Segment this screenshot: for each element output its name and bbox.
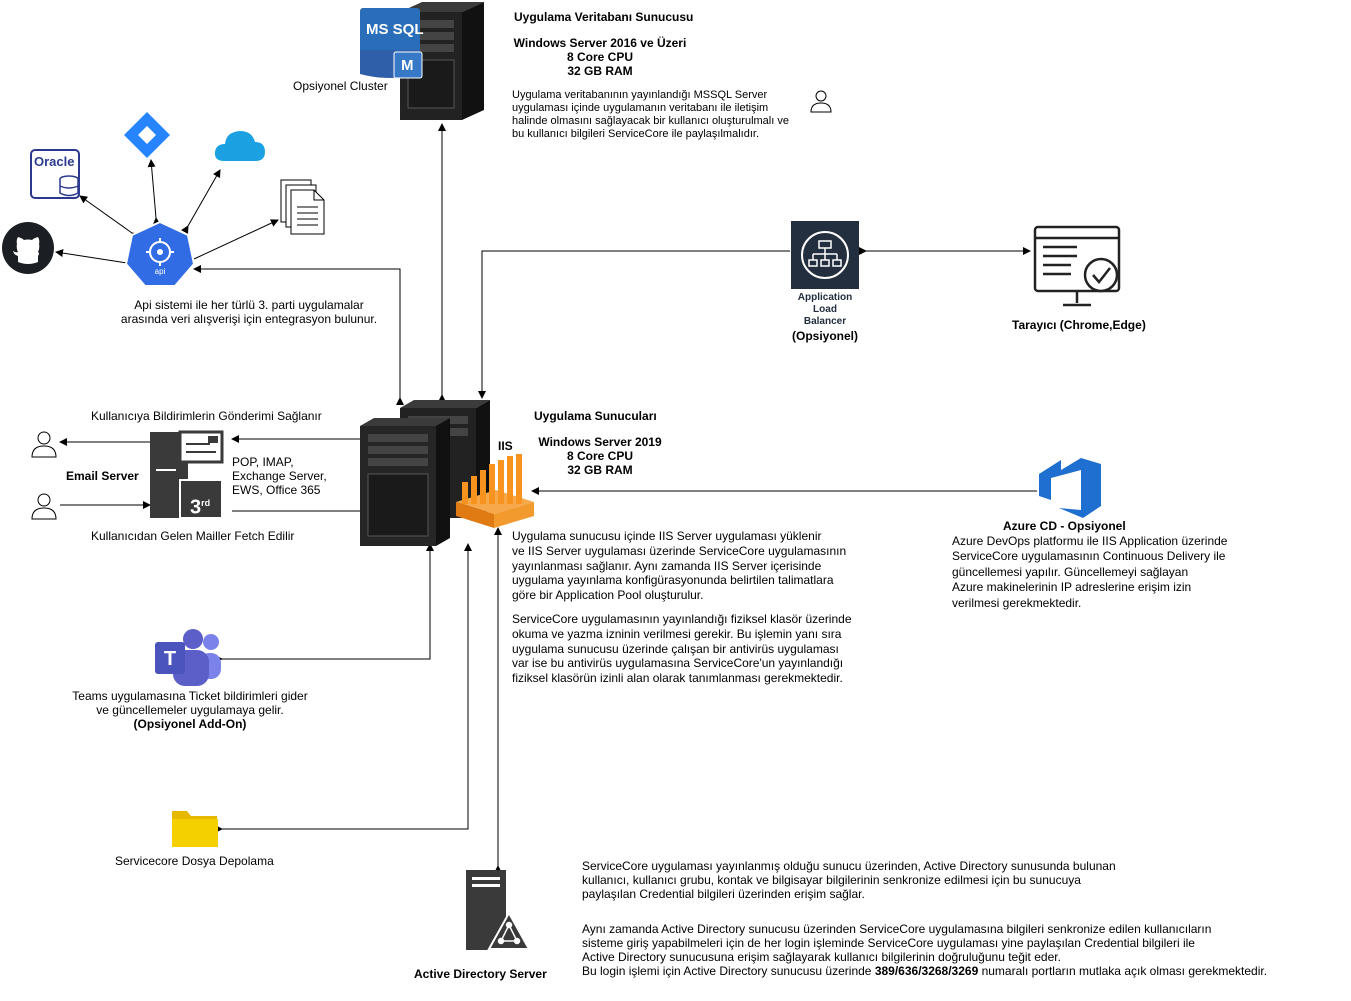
active-directory-icon xyxy=(465,869,531,956)
ad-ports-line: Bu login işlemi için Active Directory su… xyxy=(582,964,1268,978)
mssql-badge: M xyxy=(401,57,414,74)
app-server-towers-icon xyxy=(358,400,492,546)
teams-badge: T xyxy=(163,648,177,670)
oracle-label: Oracle xyxy=(34,154,75,169)
api-badge: api xyxy=(154,267,166,276)
email-server-label: Email Server xyxy=(66,469,139,483)
email-top-text: Kullanıcıya Bildirimlerin Gönderimi Sağl… xyxy=(91,409,322,423)
teams-text: Teams uygulamasına Ticket bildirimleri g… xyxy=(72,689,308,731)
email-bottom-text: Kullanıcıdan Gelen Mailler Fetch Edilir xyxy=(91,529,295,543)
ad-ports: 389/636/3268/3269 xyxy=(874,964,979,978)
email-server-icon: 3rd xyxy=(150,430,226,520)
app-note-2: ServiceCore uygulamasının yayınlandığı f… xyxy=(512,612,852,686)
teams-icon: T xyxy=(153,628,223,688)
azure-title: Azure CD - Opsiyonel xyxy=(1003,519,1126,533)
iis-label: IIS xyxy=(498,439,513,453)
user-icon-2 xyxy=(31,492,57,525)
oracle-db-icon: Oracle xyxy=(30,149,82,206)
azure-devops-icon xyxy=(1037,456,1103,525)
db-note: Uygulama veritabanının yayınlandığı MSSQ… xyxy=(512,89,789,140)
mssql-icon: MS SQL M xyxy=(360,8,424,80)
cloud-icon xyxy=(214,128,266,167)
browser-icon xyxy=(1033,225,1123,314)
app-server-title: Uygulama Sunucuları xyxy=(534,409,657,423)
app-server-specs: Windows Server 2019 8 Core CPU 32 GB RAM xyxy=(526,435,674,477)
storage-label: Servicecore Dosya Depolama xyxy=(115,854,274,868)
app-os: Windows Server 2019 xyxy=(538,435,662,449)
load-balancer-icon xyxy=(791,221,859,294)
db-os: Windows Server 2016 ve Üzeri xyxy=(513,36,687,50)
iis-icon xyxy=(454,452,536,535)
ad-note-1: ServiceCore uygulaması yayınlanmış olduğ… xyxy=(582,859,1116,901)
db-user-icon xyxy=(809,89,833,118)
load-balancer-optional: (Opsiyonel) xyxy=(791,329,858,343)
db-server-specs: Windows Server 2016 ve Üzeri 8 Core CPU … xyxy=(512,36,688,78)
email-protocols: POP, IMAP, Exchange Server, EWS, Office … xyxy=(232,455,327,497)
mssql-label: MS SQL xyxy=(366,21,424,38)
documents-icon xyxy=(280,179,326,240)
api-hub-icon: api xyxy=(124,220,196,288)
db-ram: 32 GB RAM xyxy=(567,64,633,78)
third-party-badge: 3rd xyxy=(190,496,211,519)
app-note-1: Uygulama sunucusu içinde IIS Server uygu… xyxy=(512,529,847,603)
app-ram: 32 GB RAM xyxy=(567,463,633,477)
ad-note-2: Aynı zamanda Active Directory sunucusu ü… xyxy=(582,922,1268,978)
cluster-label: Opsiyonel Cluster xyxy=(293,79,388,93)
jira-icon xyxy=(122,110,172,165)
browser-label: Tarayıcı (Chrome,Edge) xyxy=(1012,318,1146,332)
db-server-title: Uygulama Veritabanı Sunucusu xyxy=(514,10,694,24)
ad-label: Active Directory Server xyxy=(414,967,547,981)
folder-icon xyxy=(171,808,219,853)
github-icon xyxy=(2,222,54,279)
user-icon-1 xyxy=(31,430,57,463)
db-cpu: 8 Core CPU xyxy=(566,50,634,64)
azure-note: Azure DevOps platformu ile IIS Applicati… xyxy=(952,534,1228,610)
app-cpu: 8 Core CPU xyxy=(566,449,634,463)
load-balancer-label: Application Load Balancer xyxy=(797,292,853,327)
api-description: Api sistemi ile her türlü 3. parti uygul… xyxy=(120,298,378,326)
